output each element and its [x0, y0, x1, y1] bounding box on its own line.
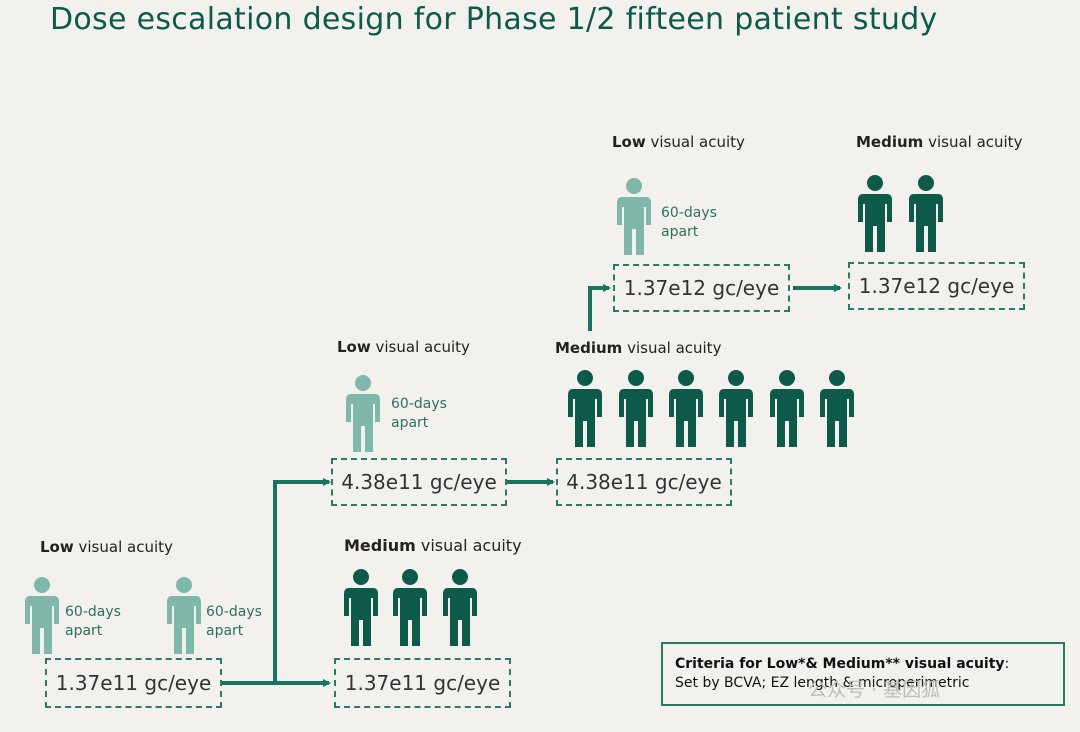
cohort1-low-label: Low visual acuity	[40, 538, 173, 556]
cohort2-low-label: Low visual acuity	[337, 338, 470, 356]
page-title: Dose escalation design for Phase 1/2 fif…	[50, 2, 938, 37]
criteria-title: Criteria for Low*& Medium** visual acuit…	[675, 656, 1010, 672]
criteria-text: Set by BCVA; EZ length & microperimetric	[675, 675, 970, 691]
person-icon	[817, 369, 857, 453]
person-icon	[855, 174, 895, 258]
person-icon	[343, 374, 383, 458]
dose-box-cohort2-medium: 4.38e11 gc/eye	[556, 458, 732, 506]
dose-box-cohort2-low: 4.38e11 gc/eye	[331, 458, 507, 506]
person-icon	[341, 568, 381, 652]
dose-box-cohort1-low: 1.37e11 gc/eye	[45, 658, 222, 708]
dose-box-cohort3-low: 1.37e12 gc/eye	[613, 264, 790, 312]
person-icon	[440, 568, 480, 652]
person-icon	[164, 576, 204, 660]
cohort2-medium-label: Medium visual acuity	[555, 339, 722, 357]
cohort1-medium-label: Medium visual acuity	[344, 536, 522, 555]
dose-box-cohort1-medium: 1.37e11 gc/eye	[334, 658, 511, 708]
person-icon	[767, 369, 807, 453]
person-icon	[614, 177, 654, 261]
arrow-right-icon	[588, 284, 611, 331]
person-icon	[565, 369, 605, 453]
person-icon	[390, 568, 430, 652]
person-icon	[616, 369, 656, 453]
person-icon	[716, 369, 756, 453]
person-icon	[22, 576, 62, 660]
arrow-right-icon	[273, 478, 331, 683]
watermark: 公众号 · 基因狐	[808, 679, 941, 701]
person-icon	[666, 369, 706, 453]
person-icon	[906, 174, 946, 258]
cohort3-low-label: Low visual acuity	[612, 133, 745, 151]
dose-box-cohort3-medium: 1.37e12 gc/eye	[848, 262, 1025, 310]
criteria-box: Criteria for Low*& Medium** visual acuit…	[661, 642, 1065, 706]
cohort3-medium-label: Medium visual acuity	[856, 133, 1023, 151]
